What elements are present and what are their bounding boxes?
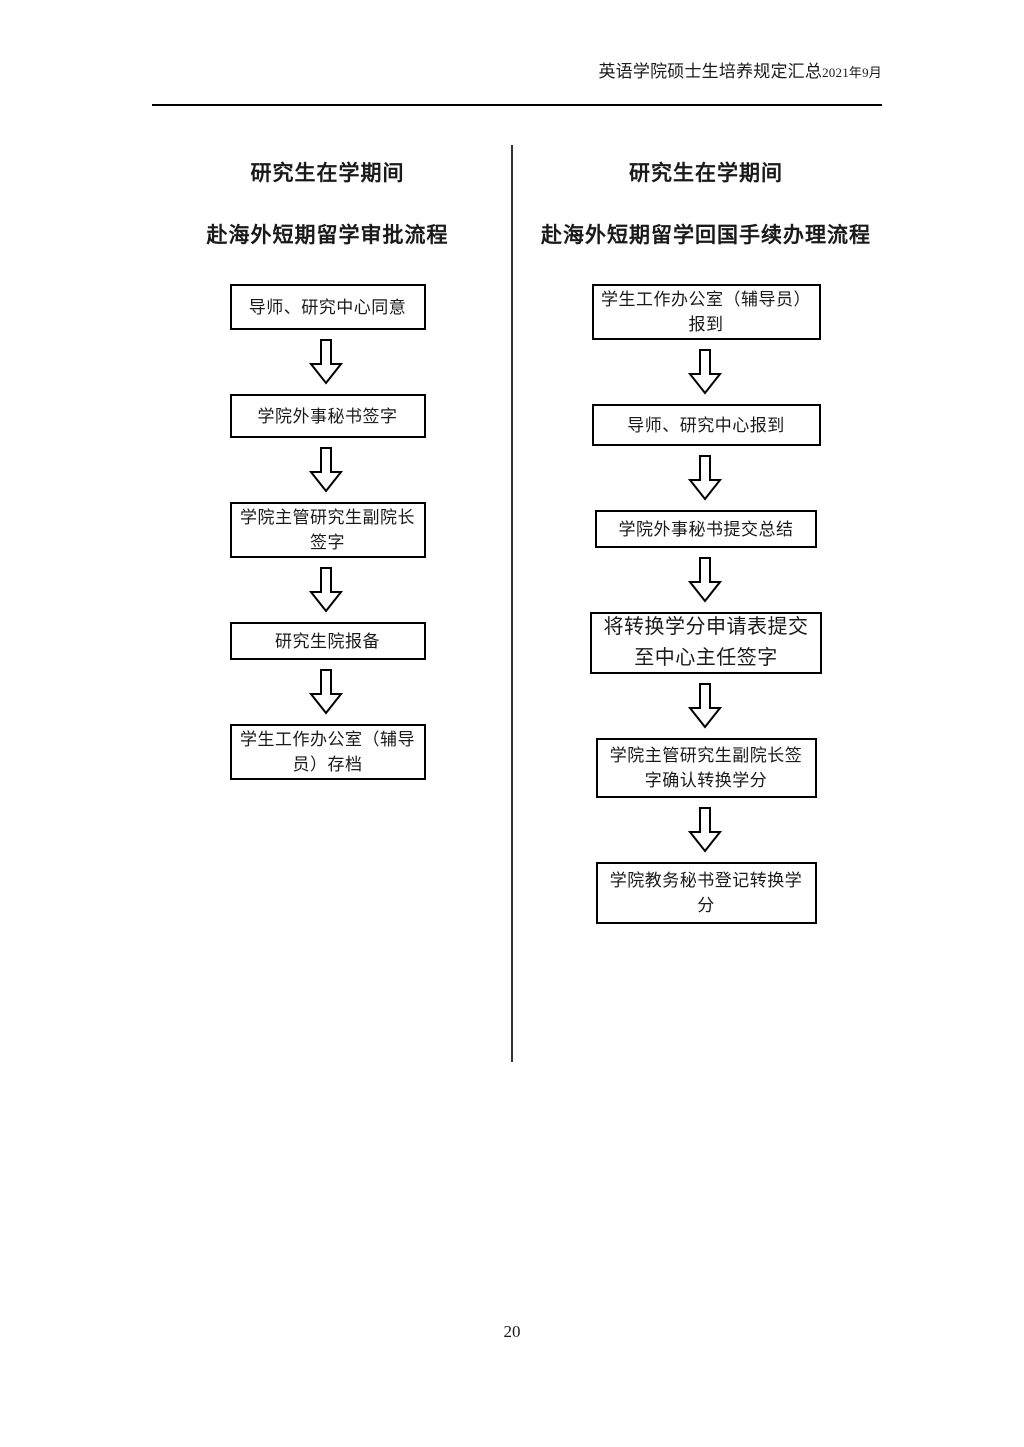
left-title-line1: 研究生在学期间 (250, 161, 405, 185)
flow-box: 学院主管研究生副院长签字确认转换学分 (595, 738, 817, 798)
header-date: 2021年9月 (822, 65, 882, 80)
page-header: 英语学院硕士生培养规定汇总2021年9月 (152, 60, 882, 106)
down-arrow-icon (308, 339, 343, 385)
down-arrow-icon (688, 455, 722, 501)
down-arrow-icon (308, 567, 343, 613)
right-title-line1: 研究生在学期间 (629, 161, 783, 185)
flow-box: 学院外事秘书签字 (229, 394, 426, 438)
down-arrow-icon (308, 669, 343, 715)
flow-box: 学院外事秘书提交总结 (595, 510, 817, 548)
down-arrow-icon (688, 557, 722, 603)
down-arrow-icon (308, 447, 343, 493)
flow-box: 学生工作办公室（辅导员）存档 (229, 724, 426, 780)
down-arrow-icon (688, 349, 722, 395)
header-rule (152, 104, 882, 106)
flow-box: 将转换学分申请表提交至中心主任签字 (590, 612, 822, 674)
left-title-line2: 赴海外短期留学审批流程 (206, 223, 449, 247)
down-arrow-icon (688, 683, 722, 729)
left-flow-body: 导师、研究中心同意 学院外事秘书签字 学院主管研究生副院长签字 研究生院报备 学… (150, 284, 505, 780)
column-divider (511, 145, 513, 1062)
down-arrow-icon (688, 807, 722, 853)
page-number: 20 (503, 1322, 521, 1341)
flow-box: 学院教务秘书登记转换学分 (595, 862, 817, 924)
flow-box: 导师、研究中心报到 (591, 404, 821, 446)
flowchart-left: 研究生在学期间 赴海外短期留学审批流程 导师、研究中心同意 学院外事秘书签字 学… (150, 150, 505, 780)
flow-box: 学院主管研究生副院长签字 (229, 502, 426, 558)
flow-box: 研究生院报备 (229, 622, 426, 660)
right-flow-body: 学生工作办公室（辅导员）报到 导师、研究中心报到 学院外事秘书提交总结 将转换学… (520, 284, 892, 924)
header-title: 英语学院硕士生培养规定汇总 (598, 62, 823, 81)
flow-box: 导师、研究中心同意 (229, 284, 426, 330)
flowchart-right: 研究生在学期间 赴海外短期留学回国手续办理流程 学生工作办公室（辅导员）报到 导… (520, 150, 892, 924)
right-title-line2: 赴海外短期留学回国手续办理流程 (541, 223, 871, 247)
header-title-block: 英语学院硕士生培养规定汇总2021年9月 (598, 60, 882, 85)
flow-box: 学生工作办公室（辅导员）报到 (591, 284, 821, 340)
